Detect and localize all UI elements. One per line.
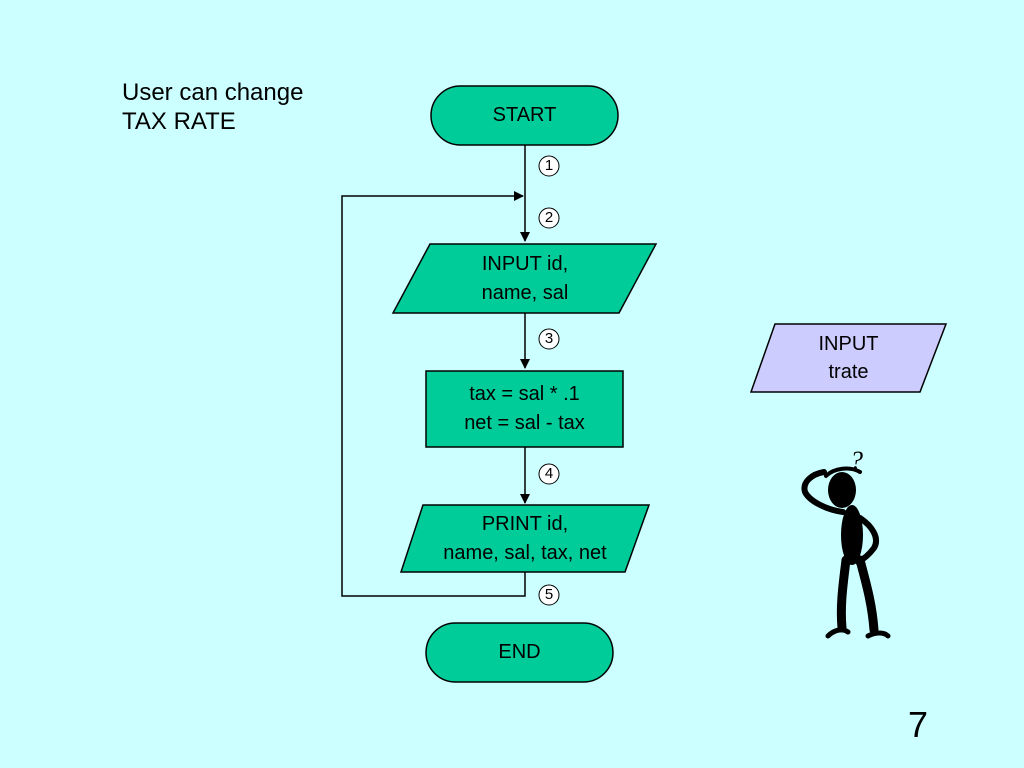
step-circle-5 <box>538 584 560 606</box>
start-terminator <box>430 85 619 146</box>
side-input-line-2: trate <box>828 361 869 383</box>
step-circle-2 <box>538 207 560 229</box>
side-input-parallelogram <box>749 323 948 393</box>
process-label-line-2: net = sal - tax <box>464 412 585 434</box>
tax-rate-note: User can change TAX RATE <box>122 78 303 136</box>
step-circle-4 <box>538 463 560 485</box>
process-box <box>425 370 624 448</box>
note-line-2: TAX RATE <box>122 108 236 135</box>
process-label: tax = sal * .1 net = sal - tax <box>426 371 623 447</box>
print-label-line-2: name, sal, tax, net <box>443 541 607 564</box>
thinking-person-icon <box>801 466 891 639</box>
print-parallelogram <box>399 504 651 573</box>
input-label-line-2: name, sal <box>481 281 569 304</box>
side-input-line-1: INPUT <box>818 333 879 355</box>
print-label: PRINT id, name, sal, tax, net <box>412 505 638 572</box>
note-line-1: User can change <box>122 79 304 106</box>
step-circle-1 <box>538 155 560 177</box>
step-number-5: 5 <box>544 586 554 603</box>
process-label-line-1: tax = sal * .1 <box>469 383 580 405</box>
print-label-line-1: PRINT id, <box>481 512 569 535</box>
input-label: INPUT id, name, sal <box>410 244 640 313</box>
input-parallelogram <box>391 243 658 314</box>
loop-back-connector <box>341 191 526 597</box>
end-terminator <box>425 622 614 683</box>
step-number-1: 1 <box>544 157 554 174</box>
start-label: START <box>492 104 557 126</box>
step-number-4: 4 <box>544 465 554 482</box>
page-number: 7 <box>908 704 929 745</box>
step-number-2: 2 <box>544 209 554 226</box>
step-circle-3 <box>538 328 560 350</box>
step-number-3: 3 <box>544 330 554 347</box>
question-mark: ? <box>850 446 863 475</box>
side-input-label: INPUT trate <box>763 324 934 392</box>
input-label-line-1: INPUT id, <box>481 252 569 275</box>
end-label: END <box>498 641 541 663</box>
